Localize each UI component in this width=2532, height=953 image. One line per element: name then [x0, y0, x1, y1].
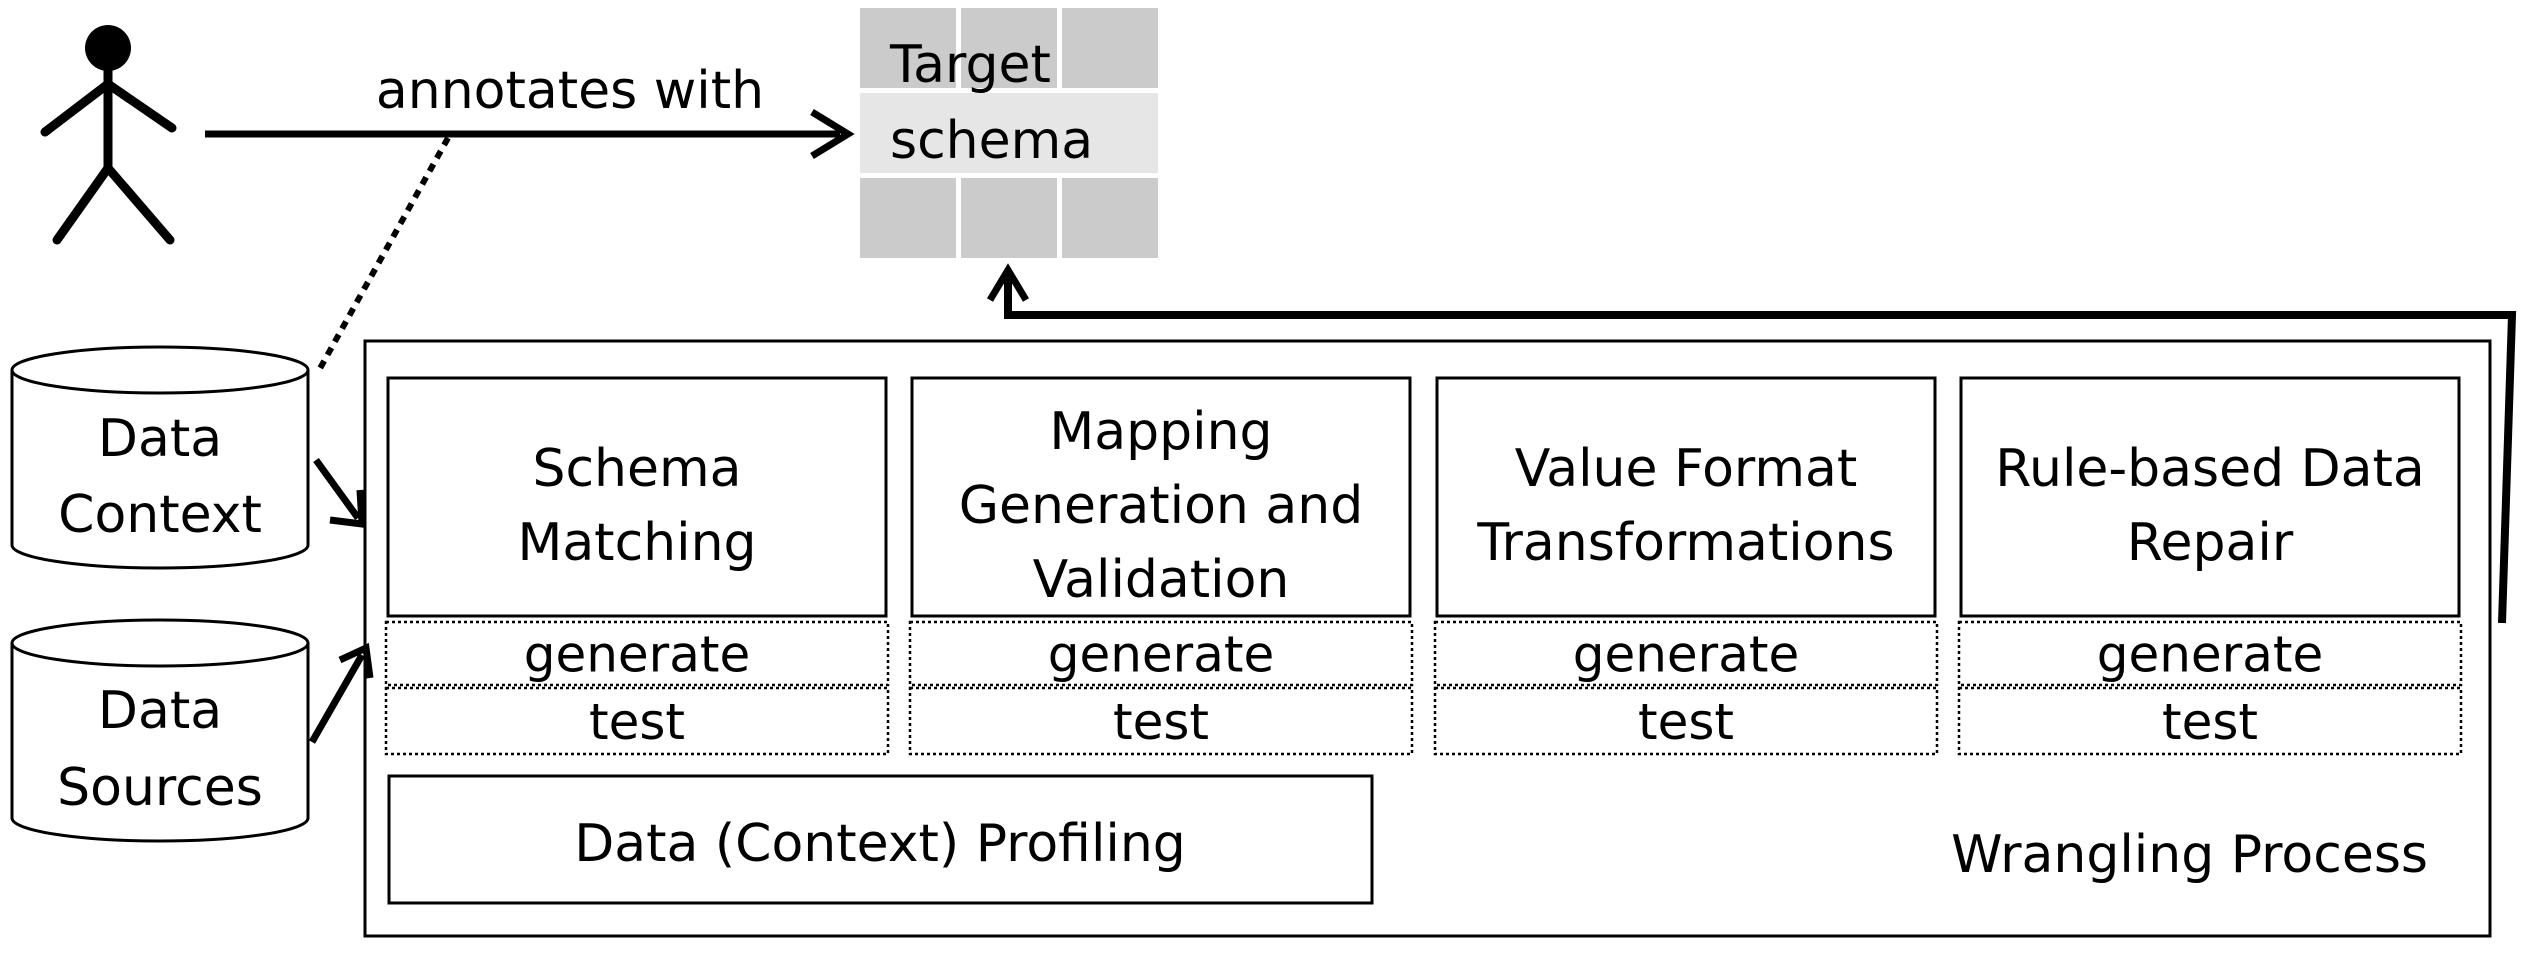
component-list: SchemaMatchinggeneratetestMappingGenerat…: [384, 376, 2463, 756]
data-context-line1: Data: [98, 409, 222, 469]
component-generate-label: generate: [524, 626, 751, 684]
component-generate-label: generate: [2097, 626, 2324, 684]
component-test-box: [1957, 686, 2463, 756]
target-schema-grid: Target schema: [860, 8, 1158, 258]
component-title-line: Transformations: [1476, 513, 1894, 573]
component-title-box: [386, 376, 888, 618]
component-generate-box: [1433, 620, 1939, 687]
annotation-link-dotted: [315, 136, 451, 374]
component-generate-box: [1957, 620, 2463, 687]
component-title-line: Generation and: [959, 476, 1363, 536]
component-generate-box: [908, 620, 1414, 687]
wrangling-process-label: Wrangling Process: [1951, 825, 2428, 885]
data-sources-line1: Data: [98, 681, 222, 741]
data-context-line2: Context: [58, 485, 262, 545]
component-test-label: test: [2162, 693, 2258, 751]
component-title-box: [1959, 376, 2461, 618]
component-test-label: test: [1638, 693, 1734, 751]
component-title-line: Rule-based Data: [1995, 439, 2425, 499]
component-title-line: Schema: [532, 439, 741, 499]
component-test-box: [1433, 686, 1939, 756]
input-arrows: [308, 457, 374, 744]
component-generate-box: [384, 620, 890, 687]
data-context-cylinder: Data Context: [10, 345, 310, 570]
wrangling-process-container: [363, 339, 2492, 938]
component-generate-label: generate: [1048, 626, 1275, 684]
component-title-line: Validation: [1033, 550, 1290, 610]
stick-figure-icon: [40, 25, 177, 245]
profiling-box: Data (Context) Profiling: [387, 774, 1374, 905]
component-title-box: [910, 376, 1412, 618]
data-sources-cylinder: Data Sources: [10, 618, 310, 843]
component-title-line: Value Format: [1515, 439, 1858, 499]
feedback-arrow: [1004, 275, 2517, 624]
component-test-box: [908, 686, 1414, 756]
profiling-label: Data (Context) Profiling: [574, 814, 1186, 874]
target-schema-line1: Target: [889, 35, 1051, 95]
component-test-label: test: [1113, 693, 1209, 751]
component-title-box: [1435, 376, 1937, 618]
component-generate-label: generate: [1573, 626, 1800, 684]
component-title-line: Mapping: [1049, 402, 1272, 462]
annotates-arrow: annotates with: [205, 61, 855, 159]
data-sources-line2: Sources: [57, 758, 263, 818]
target-schema-line2: schema: [890, 111, 1093, 171]
component-title-line: Repair: [2127, 513, 2294, 573]
component-test-label: test: [589, 693, 685, 751]
annotates-with-label: annotates with: [376, 61, 764, 121]
component-test-box: [384, 686, 890, 756]
component-title-line: Matching: [517, 513, 756, 573]
